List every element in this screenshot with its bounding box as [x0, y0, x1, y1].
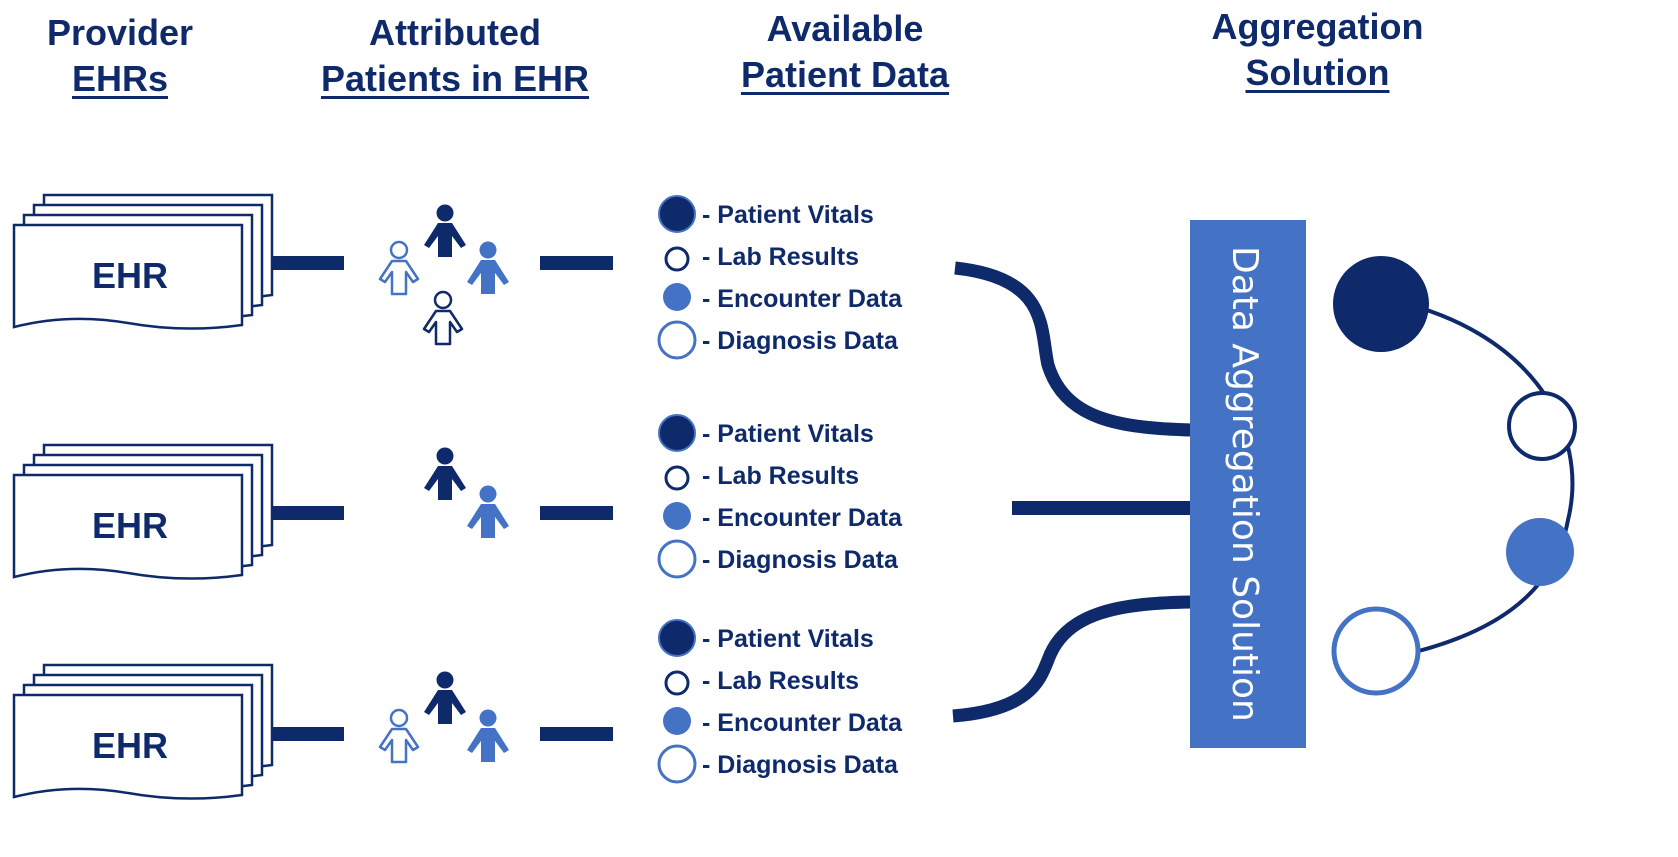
connector-ehr-patients-2 — [271, 506, 344, 520]
header-aggregation-line2: Solution — [1245, 52, 1390, 93]
output-arc — [1389, 298, 1575, 654]
person-icon — [467, 241, 509, 294]
encounter-data-dot — [663, 707, 691, 735]
data-legend-2: - Patient Vitals - Lab Results - Encount… — [657, 414, 903, 579]
connector-patients-data-2 — [540, 506, 613, 520]
person-outline-icon — [422, 290, 464, 346]
ehr-label-2: EHR — [92, 505, 168, 546]
diagnosis-data-dot — [657, 744, 697, 784]
diagnosis-data-dot — [657, 539, 697, 579]
lab-results-dot — [664, 246, 690, 272]
legend-diagnosis-data: - Diagnosis Data — [702, 546, 899, 574]
legend-patient-vitals: - Patient Vitals — [702, 201, 874, 229]
legend-encounter-data: - Encounter Data — [702, 285, 903, 313]
data-legend-1: - Patient Vitals - Lab Results - Encount… — [657, 195, 903, 360]
output-encounter-data-dot — [1506, 518, 1574, 586]
header-attributed-line1: Attributed — [369, 12, 541, 53]
patient-group-3 — [378, 671, 509, 764]
legend-lab-results: - Lab Results — [702, 667, 859, 695]
connector-ehr-patients-3 — [271, 727, 344, 741]
person-icon — [424, 447, 466, 500]
legend-encounter-data: - Encounter Data — [702, 709, 903, 737]
header-provider-line1: Provider — [46, 12, 194, 53]
header-provider-ehrs: Provider EHRs — [10, 10, 230, 102]
ehr-stack-3: EHR — [14, 665, 272, 799]
connector-ehr-patients-1 — [271, 256, 344, 270]
connector-patients-data-3 — [540, 727, 613, 741]
person-outline-icon — [378, 708, 420, 764]
lab-results-dot — [664, 465, 690, 491]
aggregated-output — [1331, 256, 1577, 696]
header-aggregation-solution: Aggregation Solution — [1180, 4, 1455, 96]
legend-encounter-data: - Encounter Data — [702, 504, 903, 532]
data-legend-3: - Patient Vitals - Lab Results - Encount… — [657, 619, 903, 784]
connector-to-aggregation-2 — [1012, 501, 1192, 515]
header-available-data: Available Patient Data — [700, 6, 990, 98]
person-outline-icon — [378, 240, 420, 296]
connector-patients-data-1 — [540, 256, 613, 270]
person-icon — [424, 671, 466, 724]
diagnosis-data-dot — [657, 320, 697, 360]
legend-lab-results: - Lab Results — [702, 243, 859, 271]
encounter-data-dot — [663, 283, 691, 311]
output-diagnosis-data-dot — [1331, 606, 1421, 696]
patient-vitals-dot — [658, 195, 696, 233]
person-icon — [467, 485, 509, 538]
legend-diagnosis-data: - Diagnosis Data — [702, 751, 899, 779]
header-provider-line2: EHRs — [71, 58, 169, 99]
ehr-stack-2: EHR — [14, 445, 272, 579]
connector-to-aggregation-1 — [954, 261, 1193, 437]
header-attributed-line2: Patients in EHR — [320, 58, 590, 99]
legend-diagnosis-data: - Diagnosis Data — [702, 327, 899, 355]
header-attributed-patients: Attributed Patients in EHR — [295, 10, 615, 102]
aggregation-box — [1190, 220, 1306, 748]
patient-group-2 — [424, 447, 509, 538]
lab-results-dot — [664, 670, 690, 696]
legend-patient-vitals: - Patient Vitals — [702, 420, 874, 448]
header-available-line1: Available — [766, 8, 924, 49]
output-patient-vitals-dot — [1333, 256, 1429, 352]
ehr-label-3: EHR — [92, 725, 168, 766]
legend-lab-results: - Lab Results — [702, 462, 859, 490]
patient-vitals-dot — [658, 414, 696, 452]
header-available-line2: Patient Data — [740, 54, 950, 95]
ehr-label-1: EHR — [92, 255, 168, 296]
output-lab-results-dot — [1507, 391, 1577, 461]
aggregation-label: Data Aggregation Solution — [1224, 246, 1265, 722]
patient-group-1 — [378, 204, 509, 346]
connector-to-aggregation-3 — [952, 595, 1193, 723]
encounter-data-dot — [663, 502, 691, 530]
patient-vitals-dot — [658, 619, 696, 657]
legend-patient-vitals: - Patient Vitals — [702, 625, 874, 653]
ehr-stack-1: EHR — [14, 195, 272, 329]
person-icon — [424, 204, 466, 257]
person-icon — [467, 709, 509, 762]
header-aggregation-line1: Aggregation — [1211, 6, 1424, 47]
